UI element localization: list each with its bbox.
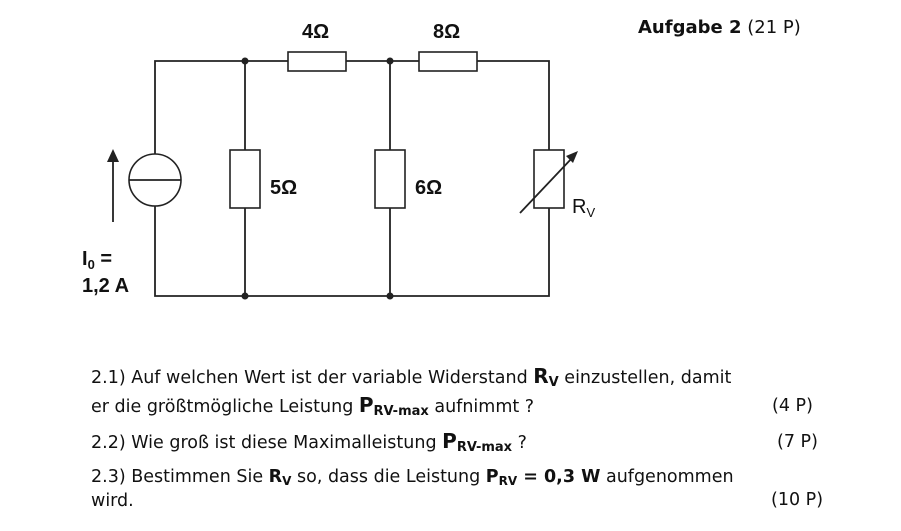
label-4ohm: 4Ω xyxy=(302,21,329,43)
variable-resistor-arrow-head xyxy=(566,151,578,163)
q2-text-a: 2.2) Wie groß ist diese Maximalleistung xyxy=(91,433,443,453)
q1-text-a: 2.1) Auf welchen Wert ist der variable W… xyxy=(91,368,534,388)
q1-text-d: aufnimmt ? xyxy=(428,397,535,417)
resistor-5ohm xyxy=(229,149,261,209)
q2-p-sub: RV-max xyxy=(456,440,513,455)
q3-text-a: 2.3) Bestimmen Sie xyxy=(91,467,269,487)
q3-p-value: = 0,3 W xyxy=(517,467,601,487)
task-header: Aufgabe 2 (21 P) xyxy=(638,17,801,38)
label-5ohm: 5Ω xyxy=(270,177,297,199)
label-source-eq: = xyxy=(95,248,112,270)
circuit-diagram: 4Ω 8Ω 5Ω 6Ω RV I0 = 1,2 A xyxy=(82,21,595,300)
q3-p-sub: RV xyxy=(498,474,518,488)
junction-top-mid xyxy=(386,57,394,65)
resistor-8ohm xyxy=(418,51,478,72)
q3-rv-main: R xyxy=(268,467,283,487)
q3-p-main: P xyxy=(485,467,499,487)
q1-text-c: er die größtmögliche Leistung xyxy=(91,397,359,417)
label-8ohm: 8Ω xyxy=(433,21,460,43)
q3-symbol-prv: PRV = 0,3 W xyxy=(485,467,601,488)
q3-points: (10 P) xyxy=(771,490,824,510)
q1-p-main: P xyxy=(358,393,374,417)
q2-p-main: P xyxy=(442,429,457,453)
task-title: Aufgabe 2 xyxy=(638,17,742,38)
label-6ohm: 6Ω xyxy=(415,177,442,199)
label-source-sub: 0 xyxy=(88,257,95,272)
question-2-2: 2.2) Wie groß ist diese Maximalleistung … xyxy=(91,430,527,459)
q3-text-c: aufgenommen xyxy=(600,467,734,487)
q3-rv-sub: V xyxy=(282,474,292,488)
question-2-3-line1: 2.3) Bestimmen Sie RV so, dass die Leist… xyxy=(91,466,734,492)
q3-symbol-rv: RV xyxy=(268,467,292,488)
wire-top xyxy=(154,60,550,297)
task-points: (21 P) xyxy=(747,17,801,38)
q2-text-b: ? xyxy=(512,433,527,453)
label-source-value: 1,2 A xyxy=(82,275,129,297)
question-2-1-line2: er die größtmögliche Leistung PRV-max au… xyxy=(91,394,534,423)
q1-points: (4 P) xyxy=(772,396,813,416)
junction-bottom-mid xyxy=(386,292,394,300)
q1-rv-sub: V xyxy=(548,375,559,390)
q1-p-sub: RV-max xyxy=(373,404,429,419)
label-source-i: I xyxy=(82,248,88,270)
question-2-1-line1: 2.1) Auf welchen Wert ist der variable W… xyxy=(91,365,731,394)
resistor-variable xyxy=(533,149,565,209)
variable-resistor-arrow xyxy=(519,156,574,214)
question-2-3-line2: wird. xyxy=(91,490,134,512)
q3-text-d: wird. xyxy=(91,491,134,511)
label-rv: RV xyxy=(572,196,595,220)
q1-rv-main: R xyxy=(533,364,549,388)
q2-points: (7 P) xyxy=(777,432,818,452)
q1-text-b: einzustellen, damit xyxy=(558,368,732,388)
label-rv-main: R xyxy=(572,196,586,218)
q1-symbol-rv: RV xyxy=(533,364,559,390)
q3-text-b: so, dass die Leistung xyxy=(291,467,486,487)
q1-symbol-prvmax: PRV-max xyxy=(358,393,429,419)
resistor-4ohm xyxy=(287,51,347,72)
label-source-current: I0 = xyxy=(82,248,112,272)
resistor-6ohm xyxy=(374,149,406,209)
q2-symbol-prvmax: PRV-max xyxy=(442,429,513,455)
junction-bottom-left xyxy=(241,292,249,300)
source-current-arrow-head xyxy=(107,149,119,162)
label-rv-sub: V xyxy=(586,205,595,220)
junction-top-left xyxy=(241,57,249,65)
